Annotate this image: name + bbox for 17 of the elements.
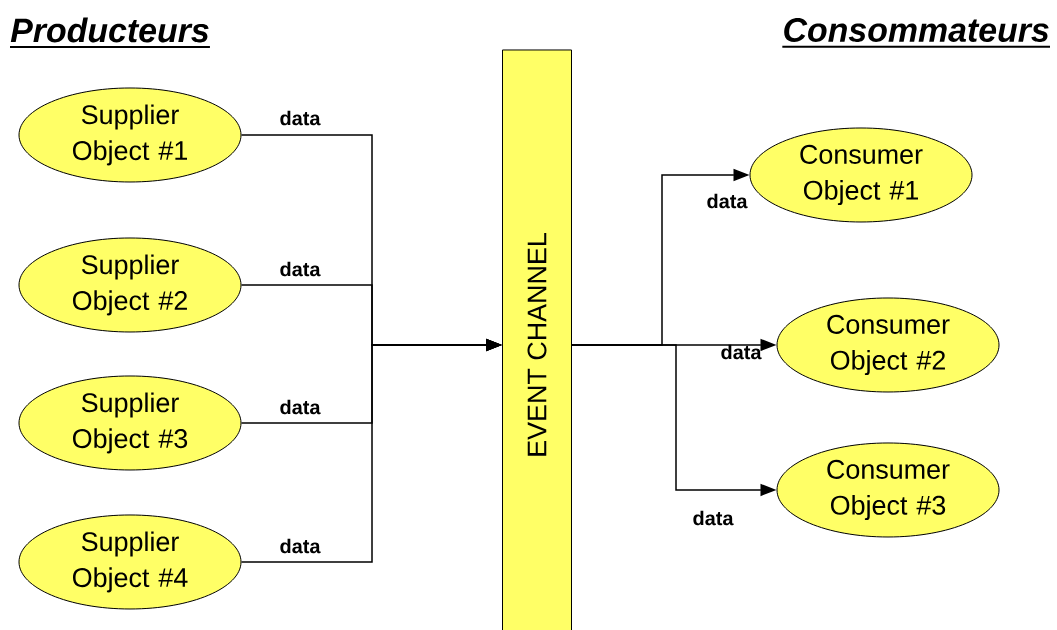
edge-label: data [280,538,321,554]
ellipse-node: Consumer Object #1 [749,127,973,223]
edge-label: data [280,110,321,126]
channel-bar: EVENT CHANNEL [502,49,572,630]
ellipse-node: Consumer Object #2 [776,297,1000,393]
ellipse-node: Supplier Object #3 [18,375,242,471]
edge-label: data [721,344,762,360]
edge-label: data [280,261,321,277]
edge-label: data [707,193,748,209]
edge-label: data [280,399,321,415]
ellipse-node: Supplier Object #1 [18,87,242,183]
ellipse-node: Supplier Object #4 [18,514,242,610]
heading: Producteurs [9,17,211,49]
ellipse-node: Supplier Object #2 [18,237,242,333]
edge-label: data [693,510,734,526]
ellipse-node: Consumer Object #3 [776,442,1000,538]
heading: Consommateurs [781,18,1051,48]
